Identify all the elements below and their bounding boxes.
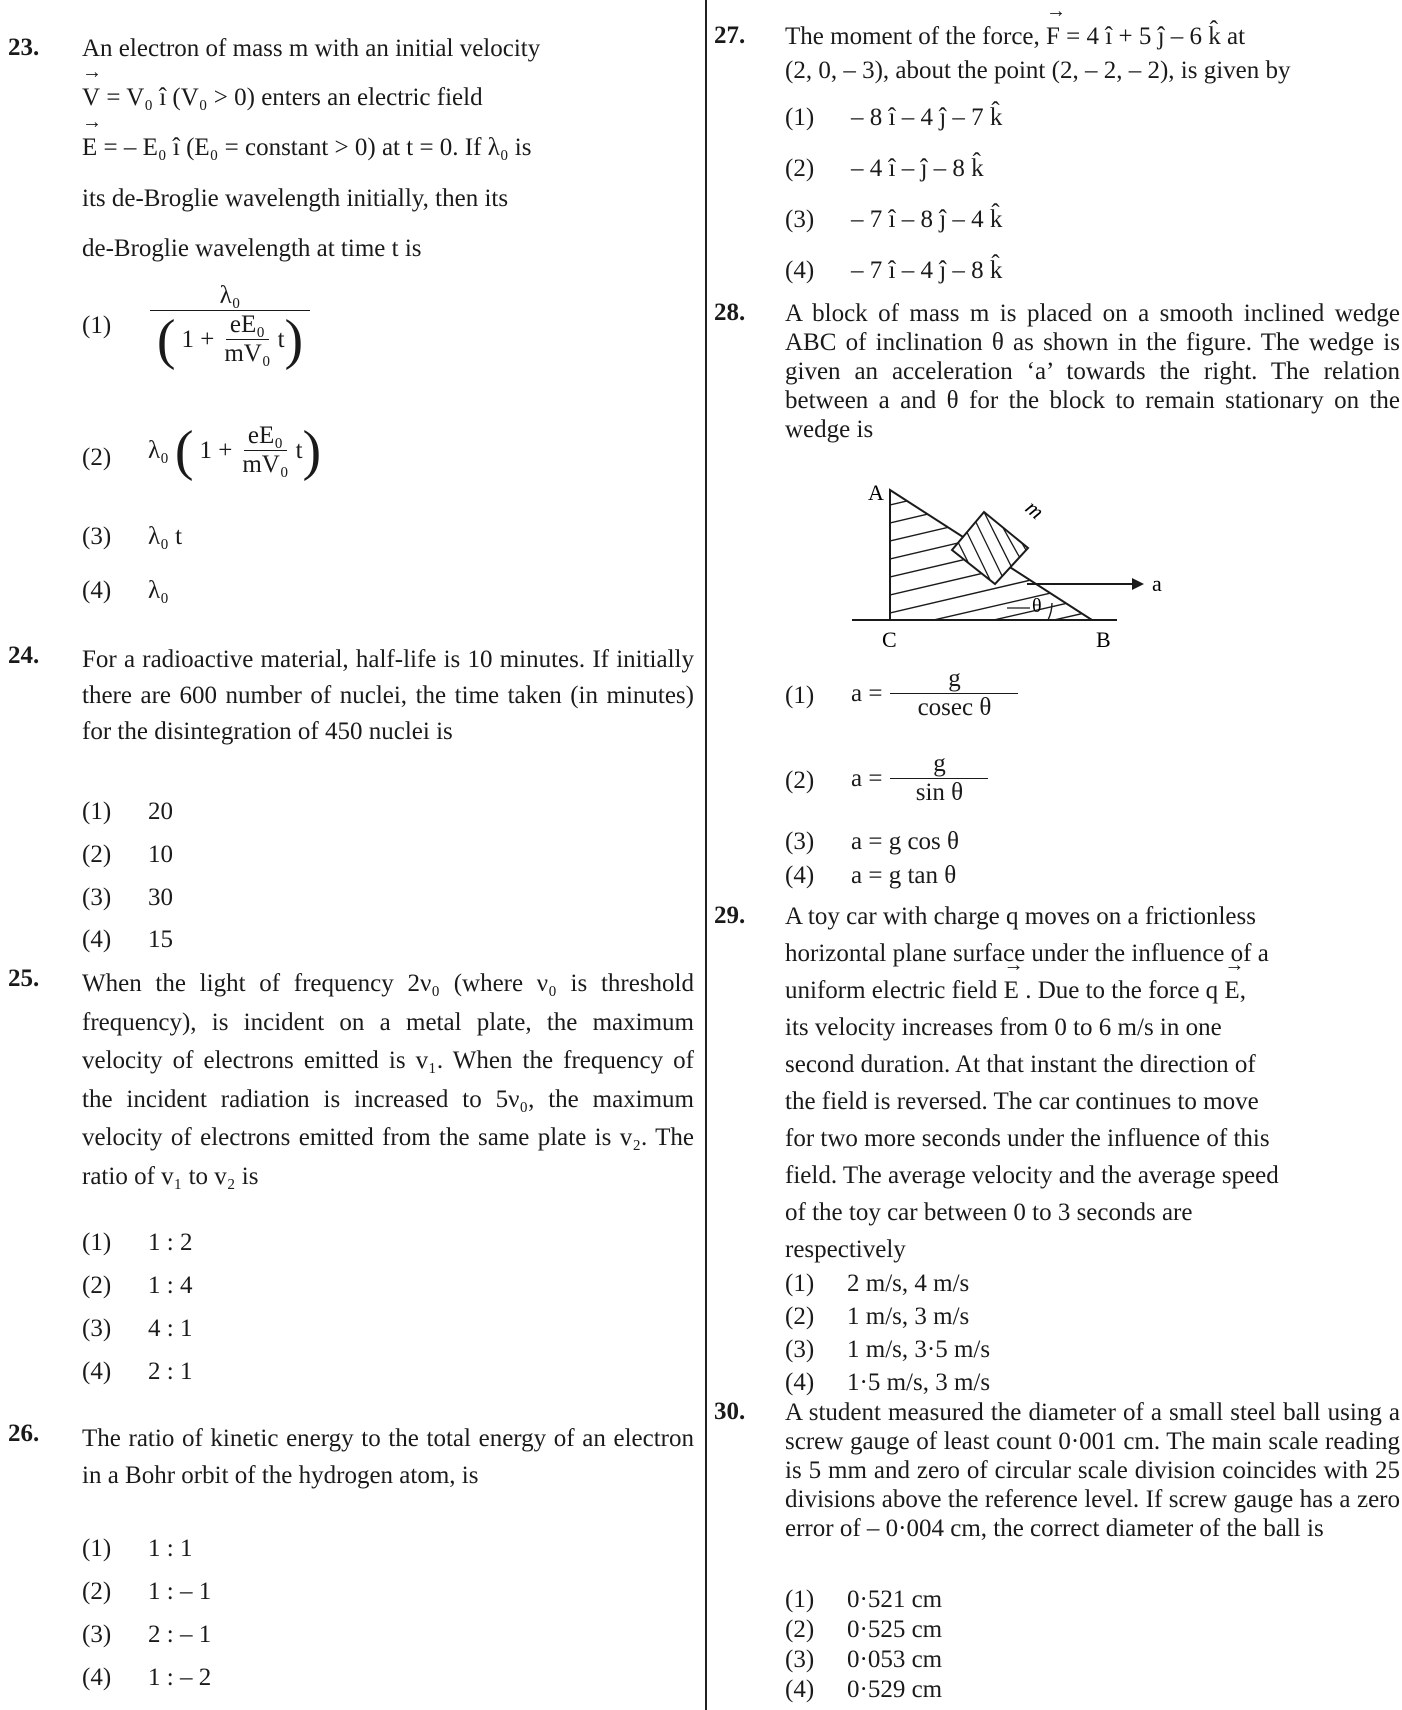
question-number: 30.: [714, 1398, 746, 1425]
question-text: its velocity increases from 0 to 6 m/s i…: [785, 1014, 1222, 1041]
label-m: m: [1021, 495, 1049, 524]
question-text: The ratio of kinetic energy to the total…: [82, 1425, 694, 1489]
question-number: 26.: [8, 1420, 40, 1447]
question-text: An electron of mass m with an initial ve…: [82, 35, 541, 62]
fraction: λ₀ ( 1 + eE₀ mV₀ t ): [150, 282, 310, 368]
question-text: its de-Broglie wavelength initially, the…: [82, 185, 509, 212]
option-1[interactable]: (1) λ₀ ( 1 + eE₀ mV₀ t ): [82, 282, 682, 412]
angle-arc: [1047, 602, 1053, 621]
wedge-figure: θ A C B m a: [852, 480, 1162, 652]
block: [950, 510, 1030, 586]
question-number: 28.: [714, 299, 746, 326]
question-text: horizontal plane surface under the influ…: [785, 940, 1269, 967]
question-text: The moment of the force, →F = 4 î + 5 ĵ …: [785, 0, 1246, 50]
question-number: 25.: [8, 965, 40, 992]
option-2[interactable]: (2) a = g sin θ: [785, 750, 1385, 814]
question-text: A block of mass m is placed on a smooth …: [785, 300, 1400, 443]
theta-label: θ: [1032, 595, 1042, 617]
question-number: 29.: [714, 902, 746, 929]
question-text: For a radioactive material, half-life is…: [82, 646, 694, 745]
question-text: uniform electric field →E . Due to the f…: [785, 954, 1246, 1004]
question-number: 23.: [8, 34, 40, 61]
question-number: 27.: [714, 22, 746, 49]
question-text: the field is reversed. The car continues…: [785, 1088, 1259, 1115]
question-text: respectively: [785, 1236, 906, 1263]
question-text: →E = – E₀ î (E₀ = constant > 0) at t = 0…: [82, 111, 532, 161]
question-text: A toy car with charge q moves on a frict…: [785, 903, 1256, 930]
label-a: a: [1152, 571, 1162, 596]
question-text: →V = V₀ î (V₀ > 0) enters an electric fi…: [82, 61, 483, 111]
question-text: When the light of frequency 2ν₀ (where ν…: [82, 970, 694, 1190]
question-text: de-Broglie wavelength at time t is: [82, 235, 422, 262]
question-text: second duration. At that instant the dir…: [785, 1051, 1256, 1078]
question-text: of the toy car between 0 to 3 seconds ar…: [785, 1199, 1193, 1226]
label-A: A: [868, 480, 884, 505]
label-B: B: [1096, 627, 1111, 652]
question-text: A student measured the diameter of a sma…: [785, 1399, 1400, 1542]
option-1[interactable]: (1) a = g cosec θ: [785, 665, 1385, 729]
label-C: C: [882, 627, 897, 652]
question-number: 24.: [8, 642, 40, 669]
question-text: (2, 0, – 3), about the point (2, – 2, – …: [785, 57, 1291, 84]
question-text: for two more seconds under the influence…: [785, 1125, 1270, 1152]
question-text: field. The average velocity and the aver…: [785, 1162, 1279, 1189]
column-divider: [705, 0, 707, 1710]
option-2[interactable]: (2) λ₀ ( 1 + eE₀ mV₀ t ): [82, 419, 322, 482]
